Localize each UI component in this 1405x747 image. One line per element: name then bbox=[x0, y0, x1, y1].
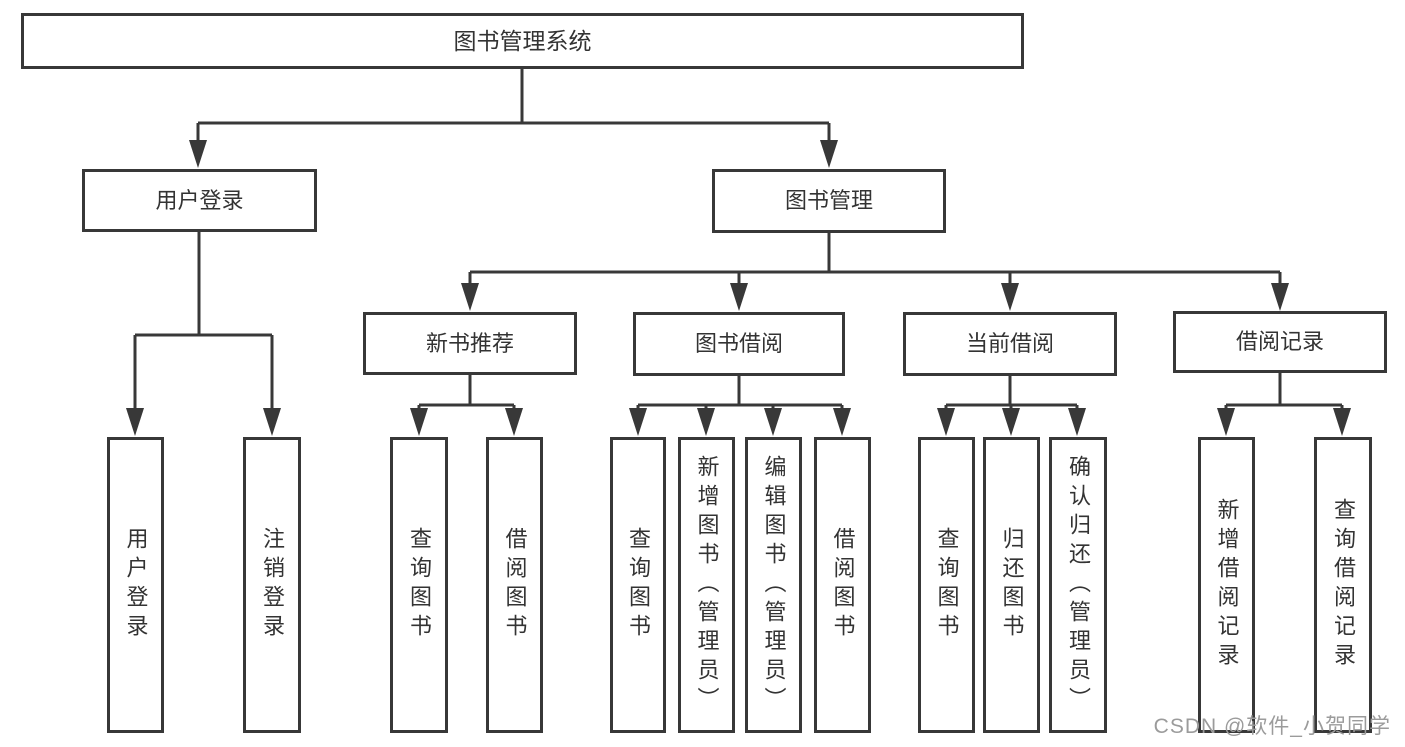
leaf-newrec-borrow-books: 借阅图书 bbox=[486, 437, 543, 733]
leaf-user-login: 用户登录 bbox=[107, 437, 164, 733]
connector-currentborrow-to-leaves bbox=[937, 376, 1086, 436]
leaf-record-query-borrow-record: 查询借阅记录 bbox=[1314, 437, 1372, 733]
connector-bookborrow-to-leaves bbox=[629, 376, 851, 436]
connector-bookmgmt-to-level2 bbox=[461, 233, 1289, 311]
leaf-borrow-add-books-admin: 新增图书（管理员） bbox=[678, 437, 735, 733]
leaf-logout: 注销登录 bbox=[243, 437, 301, 733]
leaf-borrow-edit-books-admin: 编辑图书（管理员） bbox=[745, 437, 802, 733]
node-root: 图书管理系统 bbox=[21, 13, 1024, 69]
leaf-record-add-borrow-record: 新增借阅记录 bbox=[1198, 437, 1255, 733]
node-new-book-recommend: 新书推荐 bbox=[363, 312, 577, 375]
connector-userlogin-to-leaves bbox=[126, 232, 281, 436]
node-current-borrow: 当前借阅 bbox=[903, 312, 1117, 376]
node-user-login: 用户登录 bbox=[82, 169, 317, 232]
connector-borrowrecord-to-leaves bbox=[1217, 373, 1351, 436]
leaf-newrec-query-books: 查询图书 bbox=[390, 437, 448, 733]
leaf-current-return-books: 归还图书 bbox=[983, 437, 1040, 733]
leaf-current-query-books: 查询图书 bbox=[918, 437, 975, 733]
csdn-watermark: CSDN @软件_小贺同学 bbox=[1153, 715, 1391, 738]
leaf-borrow-query-books: 查询图书 bbox=[610, 437, 666, 733]
leaf-borrow-borrow-books: 借阅图书 bbox=[814, 437, 871, 733]
node-book-borrow: 图书借阅 bbox=[633, 312, 845, 376]
connector-newbookrec-to-leaves bbox=[410, 375, 523, 436]
node-borrow-record: 借阅记录 bbox=[1173, 311, 1387, 373]
node-book-management: 图书管理 bbox=[712, 169, 946, 233]
connector-root-to-level1 bbox=[189, 69, 838, 168]
leaf-current-confirm-return-admin: 确认归还（管理员） bbox=[1049, 437, 1107, 733]
